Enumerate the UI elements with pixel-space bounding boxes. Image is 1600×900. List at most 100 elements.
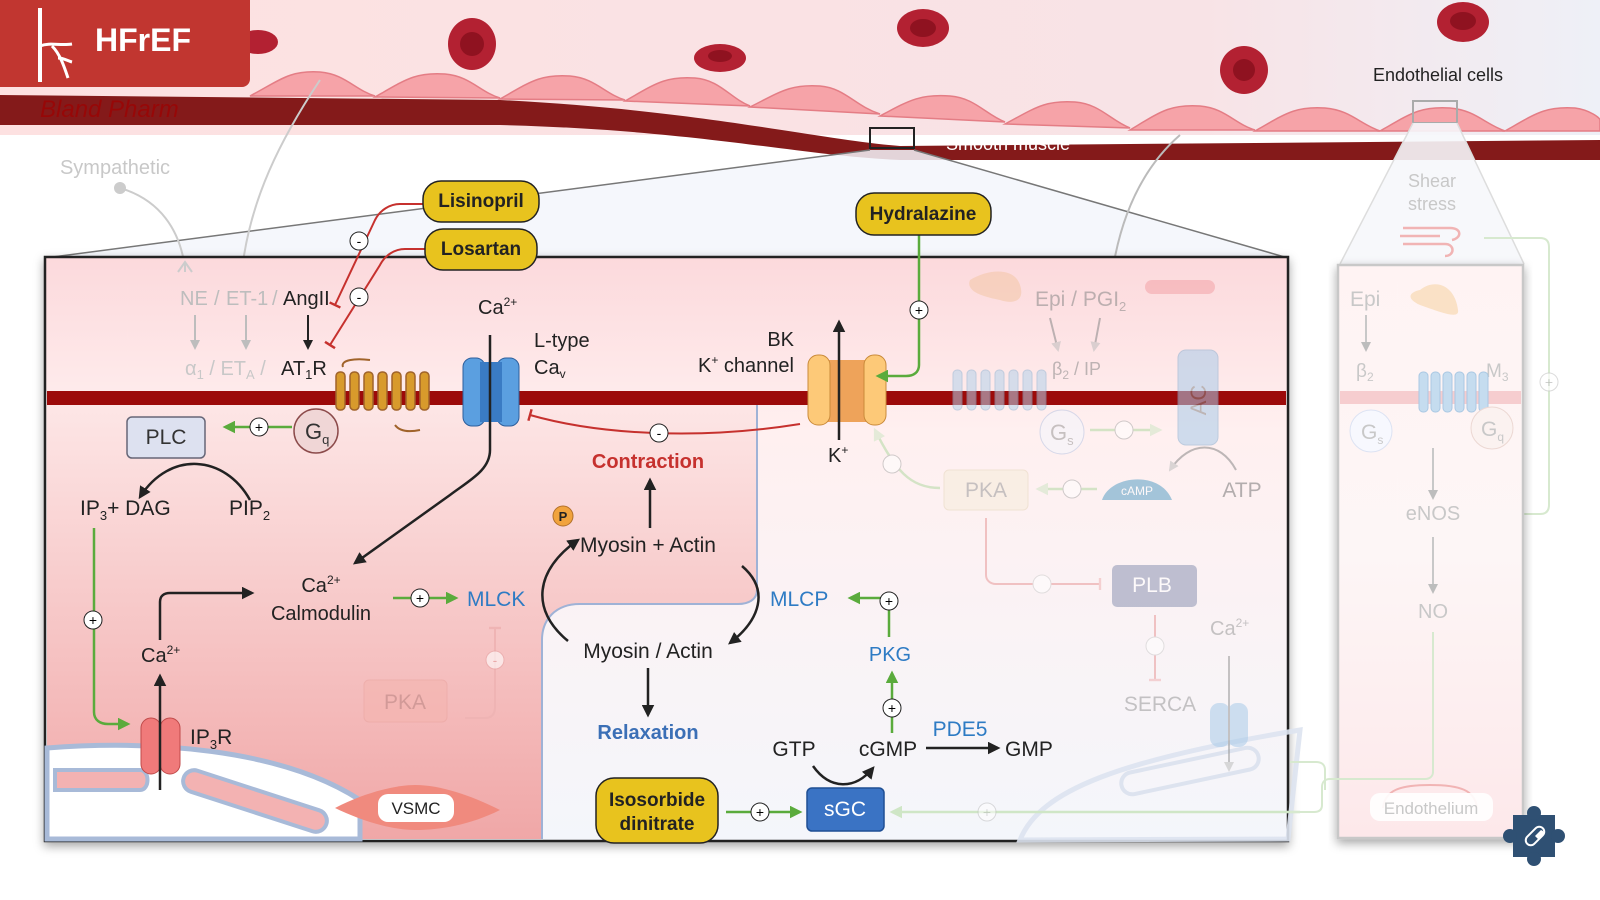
plc-label: PLC [146, 426, 187, 449]
pka-faded-label: PKA [384, 691, 426, 714]
zoom-line-endo-right [1456, 122, 1525, 265]
hydralazine-drug-badge[interactable]: Hydralazine [855, 192, 992, 236]
isosorbide-dinitrate-drug-badge[interactable]: Isosorbide dinitrate [595, 777, 719, 844]
svg-text:M3: M3 [1486, 361, 1509, 384]
svg-text:-: - [657, 425, 662, 441]
shear-stress-wind-icon [1400, 226, 1461, 258]
phosphate-badge [552, 505, 574, 527]
plus-sign: + [83, 610, 103, 630]
separator: / [214, 288, 220, 310]
svg-text:-: - [357, 289, 362, 305]
bk-label: BK [767, 329, 794, 351]
calmodulin-label: Calmodulin [271, 603, 371, 625]
plb-label: PLB [1132, 574, 1172, 597]
camp-pathway-faded: Epi / PGI2 β2 / IP Gs AC cAMP ATP PKA PL… [873, 271, 1262, 772]
sarcoplasmic-reticulum [44, 726, 1303, 843]
losartan-drug-badge[interactable]: Losartan [424, 228, 538, 271]
gtp-label: GTP [772, 738, 815, 761]
myosin-actin-free-label: Myosin / Actin [583, 640, 713, 663]
alpha1-receptor-label: α1 / ETA / [185, 358, 266, 382]
ne-label: NE [180, 288, 208, 310]
serca-label: SERCA [1124, 693, 1196, 716]
calcium-influx-arrow [352, 335, 492, 565]
vsmc-tag [378, 794, 454, 822]
smooth-muscle-layer [0, 95, 1600, 160]
gtp-to-cgmp-arrow [811, 765, 875, 786]
shear-stress-label-line2: stress [1408, 194, 1456, 214]
plus-sign: + [879, 591, 899, 611]
ca-er-label: Ca2+ [141, 643, 180, 667]
phosphate-label: P [559, 509, 568, 524]
svg-text:Ca2+: Ca2+ [1210, 616, 1249, 640]
pip2-label: PIP2 [229, 497, 270, 523]
endothelium-panel: Shear stress + Epi β2 M3 Gs Gq eNOS NO [1290, 171, 1559, 840]
zoom-funnel-endothelium [1340, 123, 1524, 264]
minus-sign: - [485, 650, 505, 670]
epi-pgi2-label: Epi / PGI [1035, 288, 1119, 311]
losartan-label: Losartan [441, 239, 521, 260]
gs-label: G [1050, 420, 1067, 445]
bk-potassium-channel-icon [807, 354, 887, 426]
zoom-line-endo-left [1339, 122, 1414, 265]
gq-protein [293, 408, 339, 454]
endo-epi-label: Epi [1350, 288, 1380, 311]
endothelin-path [237, 79, 321, 272]
svg-text:-: - [357, 233, 362, 249]
plus-sign: + [750, 802, 770, 822]
relax-to-contract-arrow [541, 538, 581, 642]
relaxation-label: Relaxation [597, 722, 698, 744]
svg-text:+: + [89, 612, 97, 628]
contraction-label: Contraction [592, 451, 704, 473]
zoom-line-right [913, 149, 1289, 259]
ca-calmodulin-ca-label: Ca2+ [301, 573, 340, 597]
lisinopril-inhibition-line [329, 203, 423, 309]
vsmc-tag-label: VSMC [391, 799, 440, 818]
k-channel-label: K+ channel [698, 353, 794, 377]
sympathetic-label: Sympathetic [60, 157, 170, 179]
lisinopril-drug-badge[interactable]: Lisinopril [422, 180, 540, 223]
mlcp-label: MLCP [770, 588, 828, 611]
hydralazine-label: Hydralazine [870, 204, 977, 225]
plc-box [126, 416, 206, 459]
camp-label: cAMP [1121, 484, 1153, 498]
svg-text:Gs: Gs [1361, 421, 1383, 447]
red-blood-cell-centers [460, 12, 1476, 81]
svg-text:Epi / PGI2: Epi / PGI2 [1035, 288, 1126, 314]
topic-title: HFrEF [95, 22, 191, 58]
ip3-to-ip3r-arrow [92, 528, 131, 731]
shear-stress-label-line1: Shear [1408, 171, 1456, 191]
ca-to-calmodulin-arrow [158, 586, 255, 640]
lisinopril-label: Lisinopril [438, 191, 524, 212]
plus-sign: + [882, 698, 902, 718]
enos-label: eNOS [1406, 503, 1460, 525]
watermark: Bland Pharm [40, 96, 179, 123]
plasma-membrane [47, 391, 1286, 405]
puzzle-pill-logo-icon[interactable] [1503, 806, 1565, 866]
contract-to-relax-arrow [728, 565, 760, 645]
smooth-muscle-label: Smooth muscle [946, 134, 1070, 154]
no-diffusion-path-top [1290, 761, 1326, 790]
k-ion-label: K+ [828, 443, 848, 467]
pde5-label: PDE5 [933, 718, 988, 741]
svg-text:+: + [255, 419, 263, 435]
gq-label: Gq [305, 419, 329, 447]
pka-inhibits-mlck-line [465, 626, 501, 719]
sgc-label: sGC [824, 798, 866, 821]
minus-sign: - [349, 231, 369, 251]
vessel-branch-icon [38, 8, 73, 82]
svg-text:Gq: Gq [1481, 418, 1504, 444]
no-label: NO [1418, 601, 1448, 623]
isosorbide-label-line2: dinitrate [620, 814, 695, 835]
ac-label: AC [1186, 385, 1211, 416]
svg-text:β2 / IP: β2 / IP [1052, 359, 1101, 382]
endothelial-cells-label: Endothelial cells [1373, 65, 1503, 85]
contracted-cytoplasm-region [47, 405, 757, 839]
minus-sign: - [349, 287, 369, 307]
et1-label: ET-1 [226, 288, 268, 310]
relaxed-region-border [541, 405, 758, 839]
pka-faded-box [363, 679, 448, 723]
ip3r-label: IP3R [190, 726, 232, 752]
endothelium-tag-label: Endothelium [1384, 799, 1479, 818]
cgmp-label: cGMP [859, 738, 917, 761]
